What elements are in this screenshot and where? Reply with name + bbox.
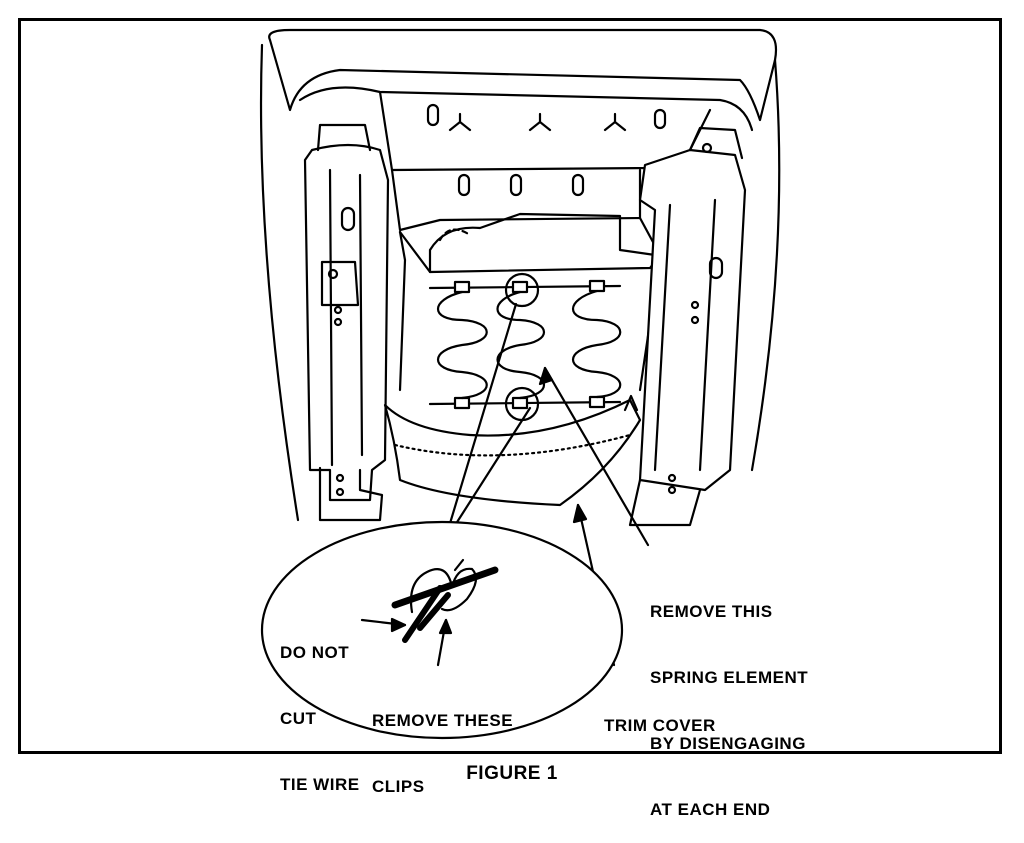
right-side-rail — [628, 126, 747, 527]
left-side-rail — [303, 123, 390, 522]
do-not-cut-label: DO NOT CUT TIE WIRE — [280, 643, 360, 794]
remove-clips-label: REMOVE THESE CLIPS — [372, 711, 514, 796]
leader-lines — [446, 302, 650, 667]
seat-frame-illustration — [259, 28, 781, 740]
detail-callout — [260, 520, 624, 740]
remove-spring-label: REMOVE THIS SPRING ELEMENT BY DISENGAGIN… — [650, 602, 809, 819]
trim-cover-label: TRIM COVER — [604, 716, 716, 735]
trim-cover — [383, 394, 642, 507]
spring-assembly — [428, 272, 622, 422]
figure-caption: FIGURE 1 — [466, 763, 558, 784]
